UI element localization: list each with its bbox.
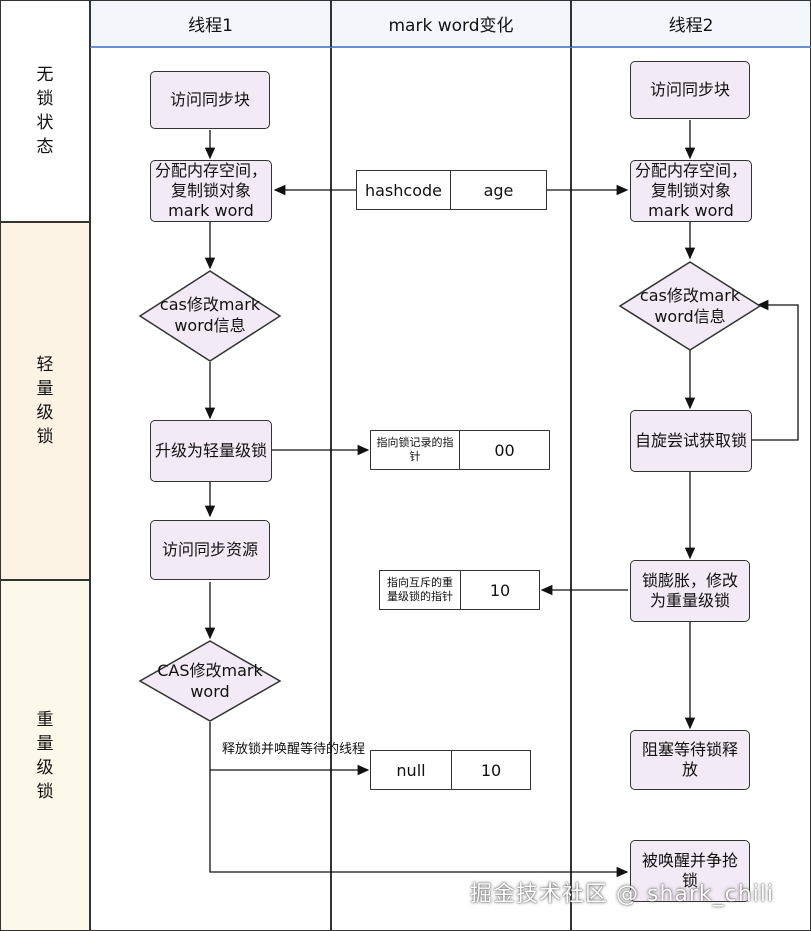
- t2-spin-acquire: 自旋尝试获取锁: [630, 410, 755, 475]
- t2-access-sync-block: 访问同步块: [630, 61, 753, 122]
- column-header-thread1: 线程1: [90, 0, 331, 48]
- mw-row2-bits: 00: [459, 430, 550, 470]
- decision-t1-cas: [138, 270, 282, 362]
- arrow-release-to-t2-woken: [209, 770, 629, 878]
- t1-upgrade-light: 升级为轻量级锁: [150, 420, 275, 485]
- column-header-thread2: 线程2: [571, 0, 811, 48]
- watermark: 掘金技术社区 @ shark_chili: [470, 882, 775, 907]
- row-band-lightweight: [0, 222, 90, 580]
- row-label-lightweight-text: 轻量级锁: [36, 355, 54, 447]
- t1-access-sync-block: 访问同步块: [150, 71, 273, 132]
- t2-woken-compete: 被唤醒并争抢锁: [630, 840, 753, 905]
- decision-t1-cas2: [138, 640, 282, 722]
- mw-row3-pointer: 指向互斥的重量级锁的指针: [379, 570, 461, 610]
- row-band-no-lock: [0, 0, 90, 222]
- row-label-no-lock-text: 无锁状态: [36, 65, 54, 157]
- mw-row4-bits: 10: [451, 750, 531, 790]
- t2-alloc-copy: 分配内存空间，复制锁对象mark word: [630, 160, 755, 225]
- t1-cas-modify-label: cas修改mark word信息: [159, 295, 261, 335]
- t2-block-wait: 阻塞等待锁释放: [630, 730, 753, 793]
- mw-row1-hashcode: hashcode: [356, 170, 451, 210]
- mw-row3-bits: 10: [460, 570, 540, 610]
- t1-release-note: 释放锁并唤醒等待的线程: [222, 742, 366, 757]
- t2-cas-modify-label: cas修改mark word信息: [639, 286, 741, 326]
- row-label-heavyweight-text: 重量级锁: [36, 709, 54, 802]
- decision-t2-cas: [618, 261, 762, 351]
- mw-row2-pointer: 指向锁记录的指针: [370, 430, 460, 470]
- row-label-no-lock: 无锁状态: [0, 0, 90, 222]
- arrow-t2-spin-loop: [752, 299, 799, 441]
- t1-cas-modify-upper-label: CAS修改mark word: [157, 661, 263, 701]
- row-label-lightweight: 轻量级锁: [0, 222, 90, 580]
- mw-row1-age: age: [450, 170, 547, 210]
- column-header-markword: mark word变化: [331, 0, 571, 48]
- t1-access-sync-resource: 访问同步资源: [150, 520, 273, 583]
- row-label-heavyweight: 重量级锁: [0, 580, 90, 931]
- t1-alloc-copy: 分配内存空间，复制锁对象mark word: [150, 160, 275, 225]
- mw-row4-null: null: [370, 750, 452, 790]
- t2-inflate: 锁膨胀，修改为重量级锁: [630, 560, 753, 625]
